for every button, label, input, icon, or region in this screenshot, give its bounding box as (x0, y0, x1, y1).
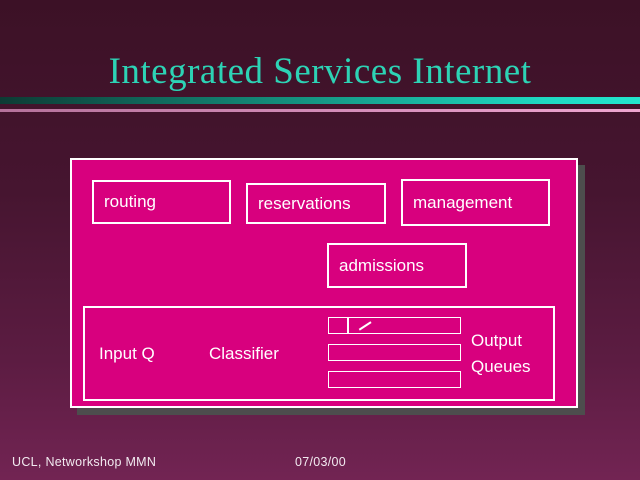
queue-bar-1 (328, 317, 461, 334)
queue-stack (328, 317, 461, 398)
router-architecture-panel: routing reservations management admissio… (70, 158, 578, 408)
slide-title: Integrated Services Internet (108, 51, 532, 92)
footer-date: 07/03/00 (295, 455, 347, 469)
footer-author: UCL, Networkshop MMN (12, 455, 157, 469)
queue-bar-3 (328, 371, 461, 388)
admissions-label: admissions (339, 255, 425, 275)
queue-bar-2 (328, 344, 461, 361)
management-box: management (401, 179, 550, 226)
classifier-label: Classifier (209, 343, 279, 363)
management-label: management (413, 192, 513, 212)
teal-divider-bar (0, 97, 640, 104)
reservations-box: reservations (246, 183, 386, 224)
reservations-label: reservations (258, 193, 351, 213)
queue-cell-divider (347, 318, 349, 333)
forwarding-engine-box: Input Q Classifier Output Queues (83, 306, 555, 401)
admissions-box: admissions (327, 243, 467, 288)
routing-box: routing (92, 180, 231, 224)
routing-label: routing (104, 192, 156, 211)
packet-slash-icon (358, 321, 372, 331)
input-q-label: Input Q (99, 343, 155, 363)
output-queues-label: Output Queues (471, 330, 531, 376)
pink-divider-line (0, 109, 640, 112)
